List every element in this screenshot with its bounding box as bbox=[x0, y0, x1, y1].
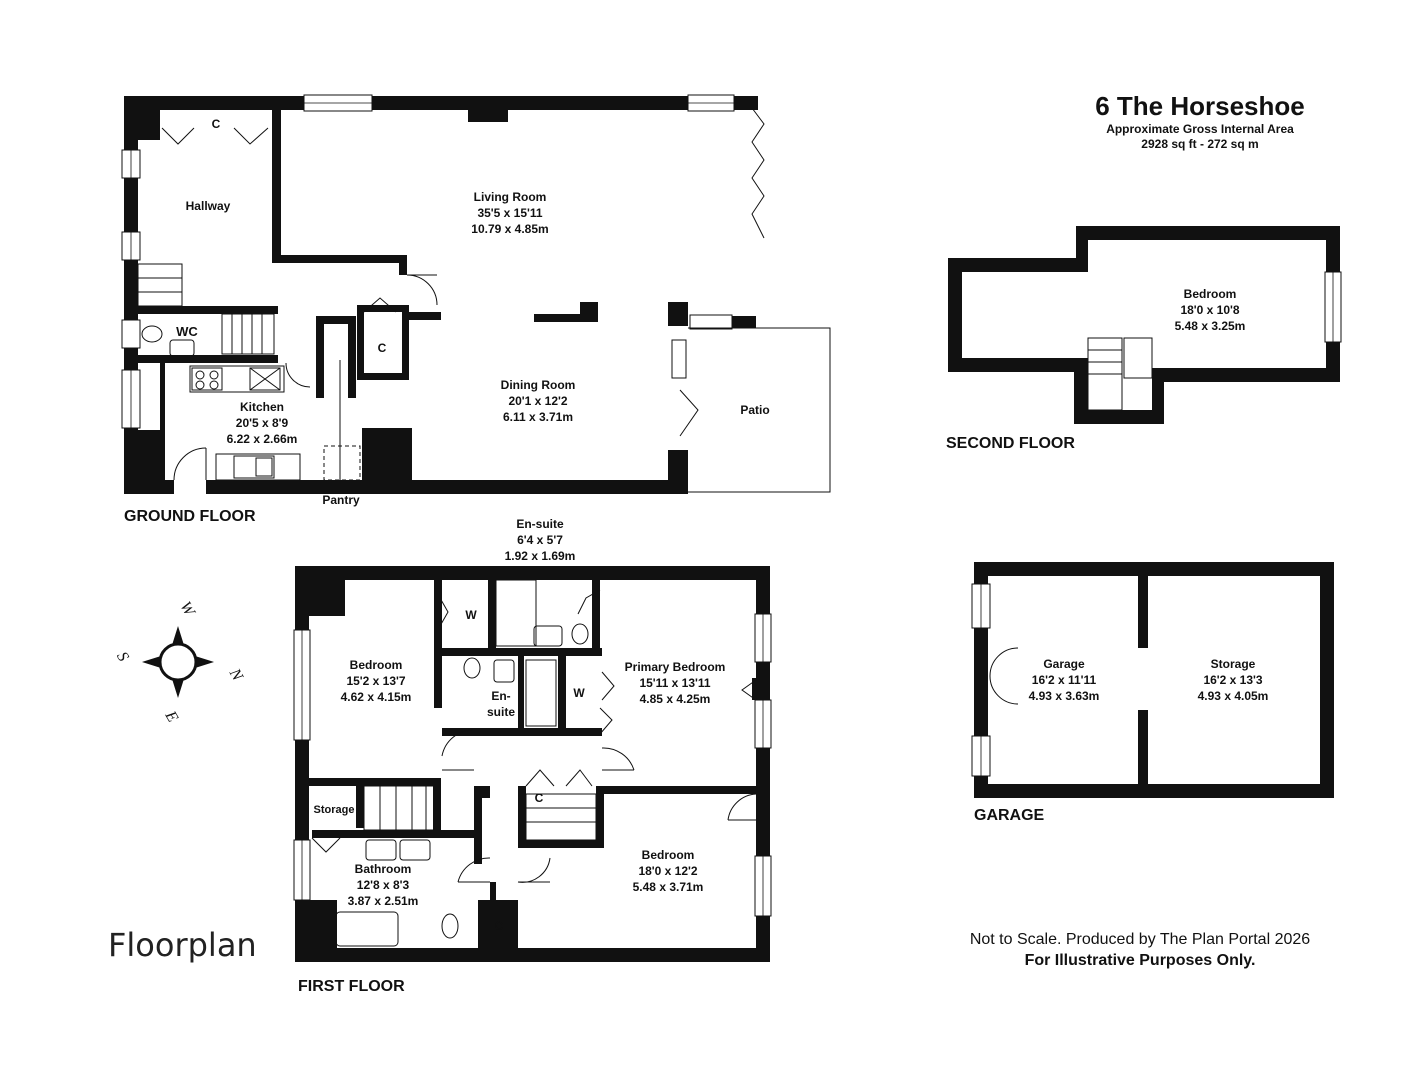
room-name: Bedroom bbox=[1183, 287, 1237, 301]
room-name: En-suite bbox=[516, 517, 564, 531]
room-name: W bbox=[465, 608, 477, 622]
area-subtitle: Approximate Gross Internal Area bbox=[1106, 122, 1294, 136]
footer-note: Not to Scale. Produced by The Plan Porta… bbox=[940, 930, 1340, 972]
room-cupboard-hall: C bbox=[196, 116, 236, 132]
room-imperial: 16'2 x 11'11 bbox=[1031, 673, 1097, 687]
room-storage: Storage 16'2 x 13'3 4.93 x 4.05m bbox=[1183, 656, 1283, 704]
second-floor-walls bbox=[948, 226, 1340, 424]
room-name: Living Room bbox=[473, 190, 547, 204]
room-name: Bedroom bbox=[349, 658, 403, 672]
room-name: Pantry bbox=[322, 493, 360, 507]
area-value: 2928 sq ft - 272 sq m bbox=[1141, 137, 1259, 151]
room-name: Garage bbox=[1043, 657, 1085, 671]
first-floor-label: FIRST FLOOR bbox=[298, 978, 405, 995]
second-floor-label: SECOND FLOOR bbox=[946, 435, 1075, 452]
room-name: Kitchen bbox=[239, 400, 284, 414]
room-name-line1: En- bbox=[491, 689, 511, 703]
room-name: WC bbox=[176, 324, 198, 339]
room-cupboard-landing: C bbox=[524, 790, 554, 806]
room-wardrobe-2: W bbox=[564, 685, 594, 701]
room-imperial: 20'1 x 12'2 bbox=[508, 394, 568, 408]
room-name: W bbox=[573, 686, 585, 700]
garage-walls bbox=[974, 562, 1334, 798]
room-garage: Garage 16'2 x 11'11 4.93 x 3.63m bbox=[1014, 656, 1114, 704]
room-pantry: Pantry bbox=[306, 492, 376, 508]
room-name: Storage bbox=[313, 804, 355, 816]
room-imperial: 6'4 x 5'7 bbox=[517, 533, 563, 547]
room-wc: WC bbox=[167, 324, 207, 340]
room-cupboard-bathroom: C bbox=[484, 918, 514, 934]
room-metric: 4.85 x 4.25m bbox=[639, 692, 711, 706]
floorplan-brand: Floorplan bbox=[108, 926, 257, 964]
room-wardrobe-1: W bbox=[456, 607, 486, 623]
compass-rose bbox=[141, 625, 215, 699]
room-name: Primary Bedroom bbox=[624, 660, 726, 674]
room-primary-bedroom: Primary Bedroom 15'11 x 13'11 4.85 x 4.2… bbox=[610, 659, 740, 707]
room-hallway: Hallway bbox=[168, 198, 248, 214]
room-ensuite-inner: En- suite bbox=[476, 688, 526, 720]
room-name-line2: suite bbox=[486, 705, 515, 719]
room-storage-small: Storage bbox=[310, 802, 358, 818]
room-imperial: 15'11 x 13'11 bbox=[639, 676, 711, 690]
room-imperial: 20'5 x 8'9 bbox=[235, 416, 289, 430]
room-metric: 4.93 x 4.05m bbox=[1197, 689, 1269, 703]
room-living: Living Room 35'5 x 15'11 10.79 x 4.85m bbox=[440, 189, 580, 237]
room-kitchen: Kitchen 20'5 x 8'9 6.22 x 2.66m bbox=[212, 399, 312, 447]
title-block: 6 The Horseshoe Approximate Gross Intern… bbox=[1060, 90, 1340, 152]
garage-label: GARAGE bbox=[974, 807, 1045, 824]
room-bathroom: Bathroom 12'8 x 8'3 3.87 x 2.51m bbox=[333, 861, 433, 909]
room-name: Storage bbox=[1210, 657, 1256, 671]
room-name: Bathroom bbox=[354, 862, 412, 876]
room-metric: 6.11 x 3.71m bbox=[502, 410, 574, 424]
room-metric: 4.62 x 4.15m bbox=[340, 690, 412, 704]
room-bedroom-first-right: Bedroom 18'0 x 12'2 5.48 x 3.71m bbox=[618, 847, 718, 895]
room-bedroom-second: Bedroom 18'0 x 10'8 5.48 x 3.25m bbox=[1160, 286, 1260, 334]
room-imperial: 16'2 x 13'3 bbox=[1203, 673, 1263, 687]
room-name: C bbox=[211, 117, 221, 131]
room-metric: 4.93 x 3.63m bbox=[1028, 689, 1100, 703]
room-imperial: 18'0 x 10'8 bbox=[1180, 303, 1240, 317]
property-address: 6 The Horseshoe bbox=[1095, 91, 1305, 121]
room-name: C bbox=[494, 919, 504, 933]
room-cupboard-dining: C bbox=[362, 340, 402, 356]
room-metric: 5.48 x 3.25m bbox=[1174, 319, 1246, 333]
room-dining: Dining Room 20'1 x 12'2 6.11 x 3.71m bbox=[468, 377, 608, 425]
room-patio: Patio bbox=[720, 402, 790, 418]
room-metric: 5.48 x 3.71m bbox=[632, 880, 704, 894]
room-metric: 3.87 x 2.51m bbox=[347, 894, 419, 908]
room-name: C bbox=[377, 341, 387, 355]
footer-line2: For Illustrative Purposes Only. bbox=[1024, 952, 1256, 969]
room-imperial: 12'8 x 8'3 bbox=[356, 878, 410, 892]
room-name: Bedroom bbox=[641, 848, 695, 862]
room-metric: 6.22 x 2.66m bbox=[226, 432, 298, 446]
ground-floor-walls bbox=[124, 96, 758, 494]
room-ensuite-top: En-suite 6'4 x 5'7 1.92 x 1.69m bbox=[490, 516, 590, 564]
room-name: C bbox=[534, 791, 544, 805]
room-name: Hallway bbox=[185, 199, 231, 213]
room-name: Dining Room bbox=[500, 378, 576, 392]
room-bedroom-first-left: Bedroom 15'2 x 13'7 4.62 x 4.15m bbox=[326, 657, 426, 705]
ground-floor-label: GROUND FLOOR bbox=[124, 508, 256, 525]
room-metric: 10.79 x 4.85m bbox=[471, 222, 549, 236]
room-name: Patio bbox=[740, 403, 770, 417]
room-imperial: 18'0 x 12'2 bbox=[638, 864, 698, 878]
room-metric: 1.92 x 1.69m bbox=[504, 549, 576, 563]
room-imperial: 15'2 x 13'7 bbox=[346, 674, 406, 688]
footer-line1: Not to Scale. Produced by The Plan Porta… bbox=[969, 931, 1311, 948]
room-imperial: 35'5 x 15'11 bbox=[477, 206, 543, 220]
